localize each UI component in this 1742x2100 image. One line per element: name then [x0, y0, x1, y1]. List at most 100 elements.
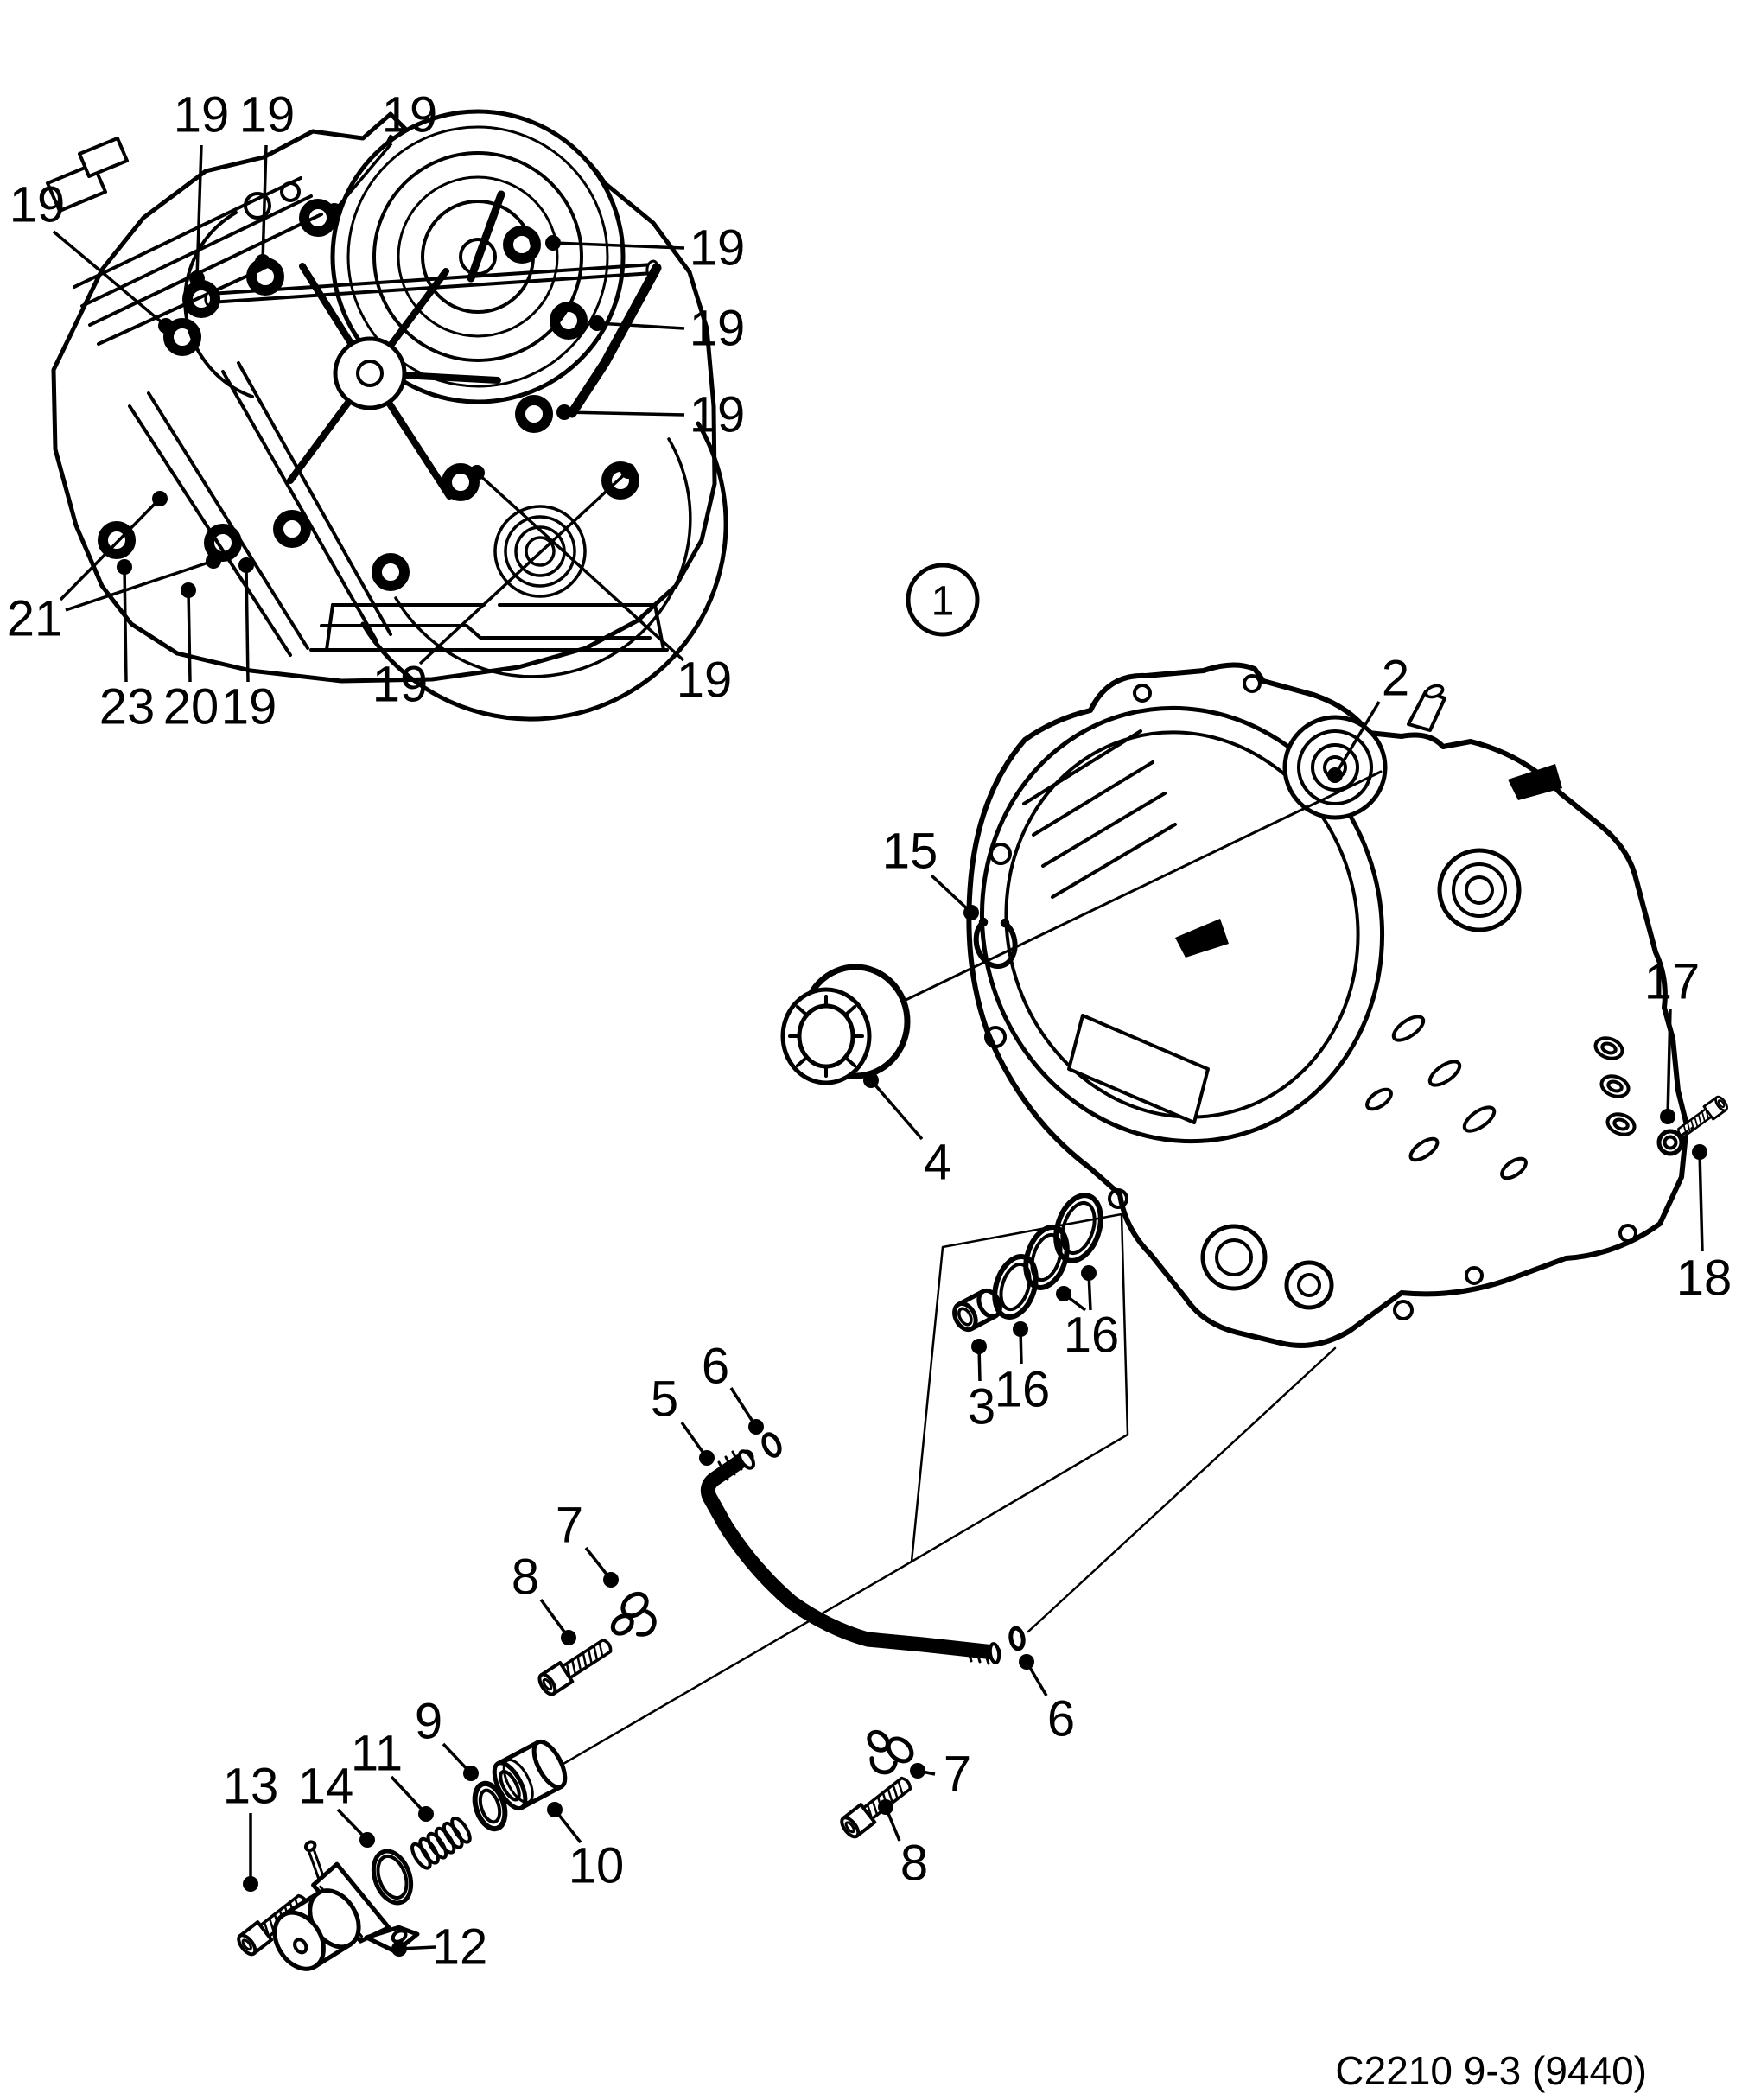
figure-code: C2210 9-3 (9440) [1335, 2048, 1647, 2093]
leader-dot [255, 254, 270, 270]
callout-number: 14 [298, 1759, 354, 1815]
solenoid-valve-12 [272, 1840, 420, 1971]
o-ring-6-b [1008, 1626, 1026, 1651]
leader-dot [878, 1799, 893, 1815]
spring-11 [410, 1816, 472, 1870]
leader-dot [158, 318, 174, 334]
pipe-clamp-7-a [604, 1588, 656, 1639]
leader-line [475, 471, 685, 662]
callout-number: 19 [221, 679, 277, 735]
shadow-wedge [1508, 764, 1562, 800]
callout-6: 6 [1019, 1654, 1075, 1747]
leader-line [869, 1079, 924, 1141]
leader-dot [863, 1072, 879, 1088]
leader-line [1333, 701, 1381, 776]
leader-dot [418, 1806, 434, 1822]
seal-ring-16-c [1053, 1193, 1103, 1263]
callout-number: 19 [372, 657, 429, 713]
shadow-wedge [1175, 919, 1229, 958]
leader-dot [238, 557, 254, 573]
callout-number: 19 [677, 652, 733, 709]
leader-line [539, 1598, 570, 1639]
output-boss-circles [1437, 848, 1522, 932]
leader-dot [556, 404, 572, 420]
callout-number: 8 [512, 1550, 539, 1606]
leader-line [187, 589, 192, 683]
callout-number: 6 [702, 1339, 729, 1395]
callout-number: 12 [432, 1919, 488, 1976]
leader-dot [963, 905, 979, 920]
oil-pipe-5 [700, 1449, 1001, 1665]
leader-dot [243, 1876, 258, 1892]
callout-number: 21 [7, 591, 63, 647]
leader-dot [1013, 1321, 1028, 1337]
sleeve-10 [492, 1739, 568, 1811]
callout-number: 13 [223, 1759, 279, 1815]
callout-10: 10 [547, 1802, 624, 1894]
oil-pan-lines [309, 603, 669, 652]
bushing-3 [952, 1288, 1002, 1333]
callout-number: 15 [882, 824, 938, 880]
callout-19: 19 [469, 465, 732, 709]
leader-dot [561, 1630, 576, 1645]
assembly-ref-circle: 1 [906, 563, 980, 637]
leader-line [390, 1775, 428, 1816]
leader-dot [152, 491, 168, 506]
leader-line [123, 566, 128, 683]
callout-16: 16 [1056, 1265, 1119, 1364]
transmission-case-drawing [46, 109, 728, 722]
side-port-bosses [1593, 1036, 1637, 1136]
callout-23: 23 [99, 559, 155, 735]
callout-4: 4 [863, 1072, 951, 1191]
leader-dot [1327, 767, 1343, 783]
callout-19: 19 [221, 557, 277, 735]
callout-15: 15 [882, 824, 979, 920]
leader-dot [1660, 1109, 1675, 1124]
callout-number: 5 [651, 1371, 678, 1428]
case-hub-and-spokes [287, 263, 501, 500]
callout-3: 3 [968, 1339, 995, 1435]
bell-rib-lines [1022, 729, 1177, 899]
lower-ports [1200, 1224, 1334, 1310]
bell-window [1067, 1014, 1210, 1124]
callout-number: 11 [351, 1726, 403, 1782]
leader-dot [603, 1572, 619, 1588]
callout-number: 6 [1047, 1691, 1075, 1747]
bolt-8-b [836, 1771, 917, 1842]
callout-number: 17 [1644, 954, 1701, 1010]
callout-21: 21 [7, 491, 221, 647]
callout-number: 8 [900, 1836, 928, 1892]
housing-bolt-holes [984, 674, 1637, 1320]
leader-line [195, 144, 203, 279]
callout-19: 19 [372, 463, 636, 713]
callout-number: 7 [556, 1498, 583, 1554]
callout-number: 19 [174, 87, 230, 143]
leader-line [52, 230, 168, 328]
leader-line [552, 241, 685, 250]
leader-dot [910, 1763, 925, 1779]
callout-18: 18 [1676, 1144, 1732, 1307]
leader-line [245, 564, 250, 683]
callout-number: 20 [163, 679, 219, 735]
leader-line [59, 497, 162, 601]
leader-dot [1692, 1144, 1707, 1160]
callout-number: 19 [690, 301, 746, 357]
leader-line [1698, 1151, 1704, 1252]
snap-ring-15 [973, 917, 1018, 970]
filler-neck [1407, 690, 1446, 732]
callout-16: 16 [995, 1321, 1051, 1418]
callout-number: 19 [239, 87, 296, 143]
cover-slots [1365, 1015, 1528, 1180]
callout-7: 7 [556, 1498, 619, 1588]
leader-line [596, 321, 685, 330]
callout-20: 20 [163, 582, 219, 735]
o-ring-6-a [761, 1432, 782, 1458]
callout-number: 16 [1064, 1308, 1120, 1364]
leader-dot [391, 1941, 407, 1957]
leader-dot [189, 270, 205, 286]
callout-number: 7 [944, 1747, 971, 1803]
callout-number: 16 [995, 1362, 1051, 1418]
